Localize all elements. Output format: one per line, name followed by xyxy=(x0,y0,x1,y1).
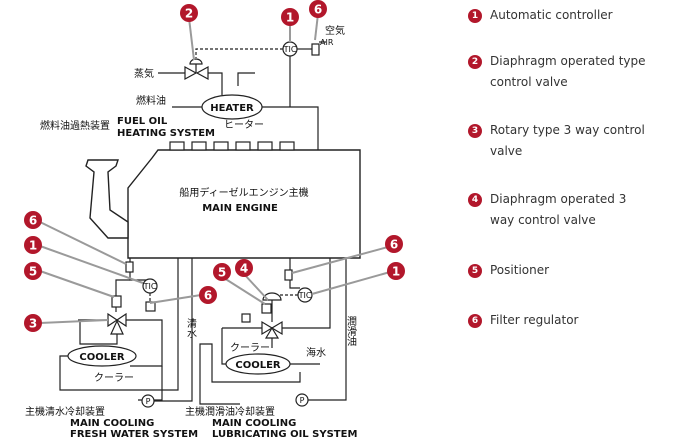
lo-filter-regulator xyxy=(284,269,293,281)
svg-text:3: 3 xyxy=(29,317,37,331)
callout-1-icon: 1 xyxy=(24,236,42,254)
number-6-icon: 6 xyxy=(468,314,482,328)
air-label: AIR xyxy=(320,38,334,47)
main-engine: 船用ディーゼルエンジン主機 MAIN ENGINE xyxy=(85,141,361,259)
callout-4-icon: 4 xyxy=(235,259,253,277)
legend-text: Diaphragm operated 3 way control valve xyxy=(490,192,627,227)
fw-system-en-title-2: FRESH WATER SYSTEM xyxy=(70,429,198,440)
fuel-oil-heating-system: HEATER ヒーター 蒸気 燃料油 TIC 空気 AIR 燃料油過熱装置 FU xyxy=(40,24,345,150)
diaphragm-control-valve xyxy=(184,58,209,81)
legend-item-filter-regulator: 6 Filter regulator xyxy=(468,313,578,331)
callout-5-icon: 5 xyxy=(24,262,42,280)
legend-text: Automatic controller xyxy=(490,8,613,22)
legend-item-diaphragm-3way-valve: 4 Diaphragm operated 3 way control valve xyxy=(468,192,648,231)
callout-badges: 2 1 6 6 1 5 3 6 5 4 6 1 xyxy=(24,0,405,332)
system-diagram: HEATER ヒーター 蒸気 燃料油 TIC 空気 AIR 燃料油過熱装置 FU xyxy=(24,0,405,440)
fw-positioner xyxy=(111,295,122,308)
callout-1-icon: 1 xyxy=(387,262,405,280)
lube-oil-vertical-label: 潤滑油 xyxy=(345,316,357,346)
lo-positioner xyxy=(261,303,272,314)
fw-filter-regulator xyxy=(125,261,134,273)
sea-water-label: 海水 xyxy=(306,346,326,359)
callout-1-icon: 1 xyxy=(281,8,299,26)
lube-oil-cooling-system: TIC COOLER クーラー 海水 P 潤滑油 主機潤滑油冷却装置 MAIN … xyxy=(185,258,357,440)
fw-tic-label: TIC xyxy=(143,282,157,291)
number-5-icon: 5 xyxy=(468,264,482,278)
callout-leaders xyxy=(39,13,391,324)
callout-6-icon: 6 xyxy=(309,0,327,18)
fuel-heating-en-title-1: FUEL OIL xyxy=(117,116,168,127)
callout-5-icon: 5 xyxy=(213,263,231,281)
lo-cooler-jp-label: クーラー xyxy=(230,342,270,354)
svg-text:6: 6 xyxy=(29,214,37,228)
svg-text:1: 1 xyxy=(392,265,400,279)
engine-jp-label: 船用ディーゼルエンジン主機 xyxy=(179,186,308,199)
legend-text: Filter regulator xyxy=(490,313,579,327)
heater-jp-label: ヒーター xyxy=(224,119,264,131)
number-1-icon: 1 xyxy=(468,9,482,23)
fuel-oil-label: 燃料油 xyxy=(136,94,166,107)
callout-6-icon: 6 xyxy=(385,235,403,253)
lo-system-en-title-2: LUBRICATING OIL SYSTEM xyxy=(212,429,357,440)
legend-item-positioner: 5 Positioner xyxy=(468,263,549,281)
number-4-icon: 4 xyxy=(468,193,482,207)
callout-3-icon: 3 xyxy=(24,314,42,332)
lo-cooler-label: COOLER xyxy=(235,360,281,371)
legend-item-automatic-controller: 1 Automatic controller xyxy=(468,8,613,26)
fuel-heating-jp-title: 燃料油過熱装置 xyxy=(40,119,110,132)
fuel-heating-en-title-2: HEATING SYSTEM xyxy=(117,128,215,139)
rotary-3way-valve xyxy=(107,312,127,335)
legend-text: Positioner xyxy=(490,263,550,277)
fw-cooler-jp-label: クーラー xyxy=(94,372,134,384)
fuel-filter-regulator xyxy=(311,43,320,56)
legend-text: Rotary type 3 way control valve xyxy=(490,123,645,158)
lo-system-jp-title: 主機潤滑油冷却装置 xyxy=(185,405,275,418)
svg-text:6: 6 xyxy=(204,289,212,303)
svg-text:6: 6 xyxy=(314,3,322,17)
callout-2-icon: 2 xyxy=(180,4,198,22)
number-2-icon: 2 xyxy=(468,55,482,69)
number-3-icon: 3 xyxy=(468,124,482,138)
fresh-water-vertical-label: 清水 xyxy=(185,317,197,338)
svg-text:6: 6 xyxy=(390,238,398,252)
fuel-tic-label: TIC xyxy=(283,45,297,54)
svg-text:1: 1 xyxy=(286,11,294,25)
svg-text:5: 5 xyxy=(218,266,226,280)
steam-label: 蒸気 xyxy=(134,67,154,80)
fw-system-jp-title: 主機清水冷却装置 xyxy=(25,405,105,418)
legend-item-diaphragm-control-valve: 2 Diaphragm operated type control valve xyxy=(468,54,658,93)
svg-text:4: 4 xyxy=(240,262,248,276)
diaphragm-3way-valve xyxy=(261,292,283,339)
lo-system-en-title-1: MAIN COOLING xyxy=(212,418,296,429)
callout-6-icon: 6 xyxy=(199,286,217,304)
fw-system-en-title-1: MAIN COOLING xyxy=(70,418,154,429)
fw-cooler-label: COOLER xyxy=(79,352,125,363)
lo-pump-label: P xyxy=(300,396,305,405)
engine-en-label: MAIN ENGINE xyxy=(202,203,278,214)
svg-text:5: 5 xyxy=(29,265,37,279)
legend-text: Diaphragm operated type control valve xyxy=(490,54,646,89)
air-jp-label: 空気 xyxy=(325,24,345,37)
fw-pump-label: P xyxy=(146,397,151,406)
svg-text:1: 1 xyxy=(29,239,37,253)
fresh-water-cooling-system: TIC COOLER クーラー P 清水 主機清水冷却装置 MAIN COOLI… xyxy=(25,258,198,440)
heater-label: HEATER xyxy=(210,103,254,114)
svg-text:2: 2 xyxy=(185,7,193,21)
callout-6-icon: 6 xyxy=(24,211,42,229)
legend-item-rotary-3way-valve: 3 Rotary type 3 way control valve xyxy=(468,123,668,162)
lo-tic-label: TIC xyxy=(298,291,312,300)
